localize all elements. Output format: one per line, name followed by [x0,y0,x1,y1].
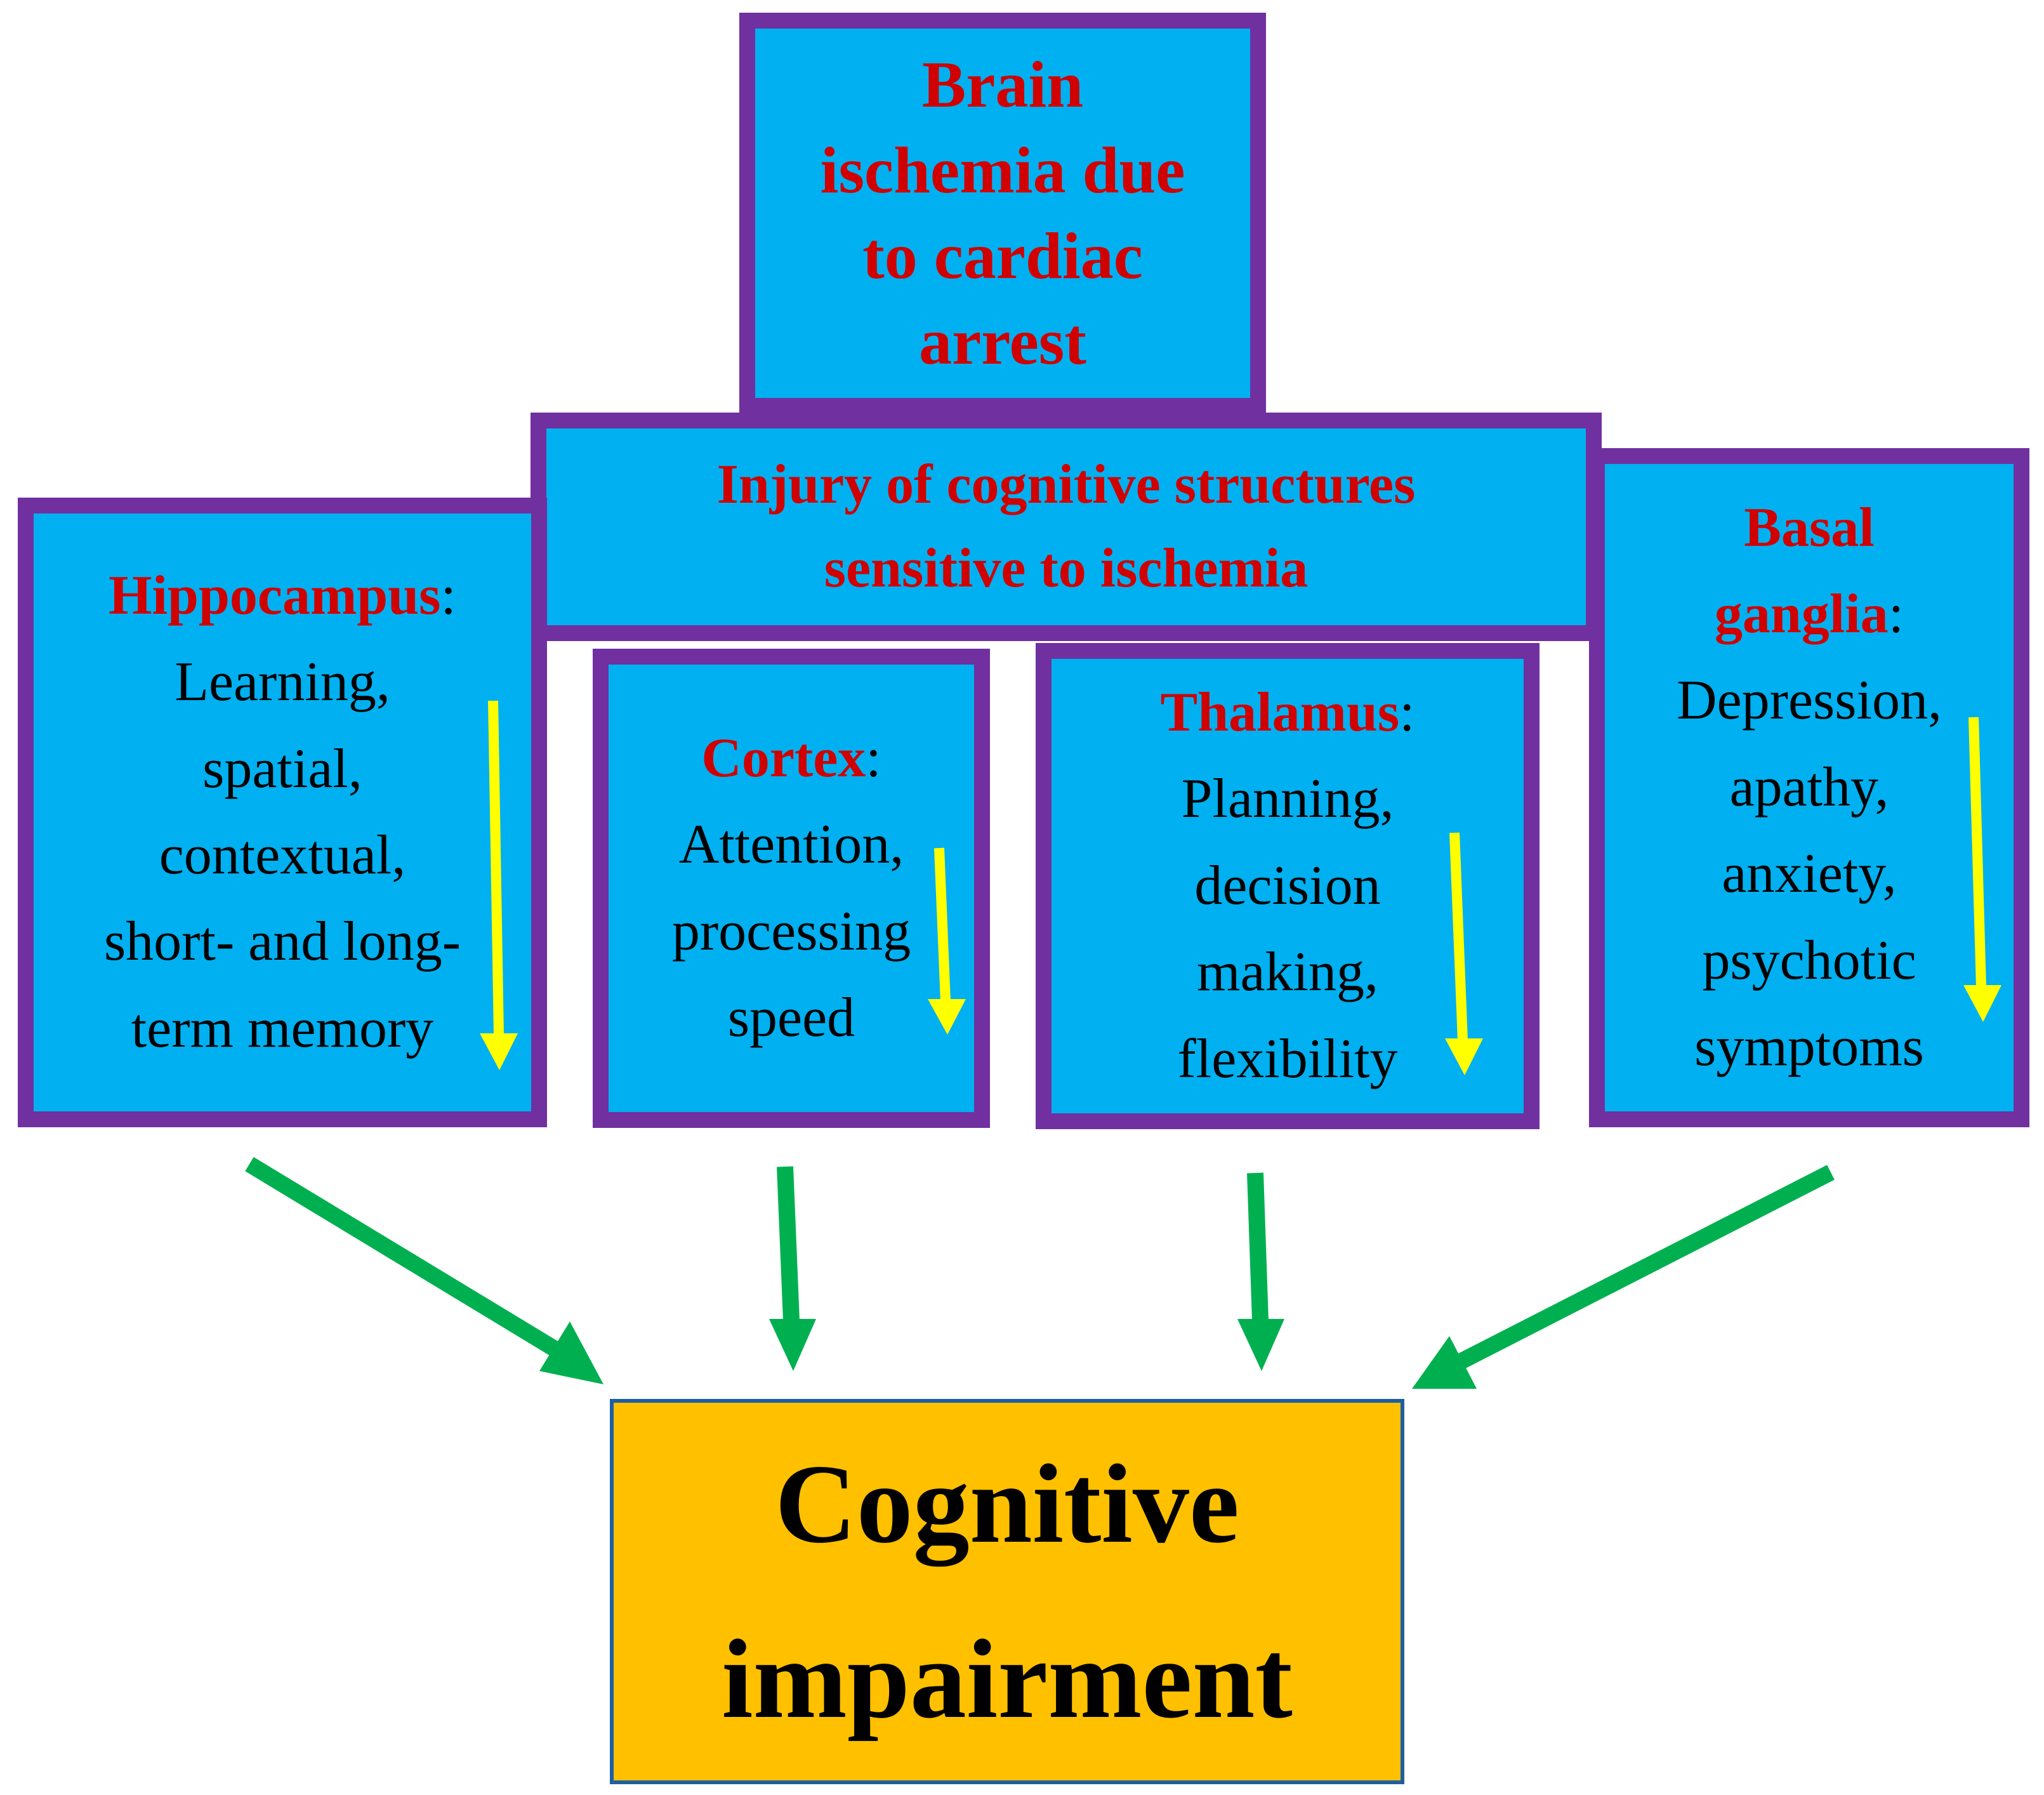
injury-line-2: sensitive to ischemia [824,538,1309,599]
cortex-flow-arrow [777,1166,800,1321]
thalamus-flow-arrow-head [1237,1319,1284,1371]
top-line-1: Brain [921,48,1084,121]
cortex-heading: Cortex: [701,715,881,802]
thalamus-box: Thalamus: Planning, decision making, fle… [1036,643,1540,1129]
hippocampus-flow-arrow [245,1156,564,1360]
cortex-down-arrow-head [928,999,966,1035]
cortex-line-1: Attention, [678,814,904,876]
basal-flow-arrow-head [1412,1336,1477,1389]
hippocampus-heading: Hippocampus: [109,553,456,639]
injury-box: Injury of cognitive structures sensitive… [531,413,1602,641]
thalamus-line-2: decision [1194,854,1381,917]
hippocampus-line-3: contextual, [159,825,406,886]
hippocampus-title: Hippocampus [109,564,441,626]
basal-down-arrow-head [1963,985,2001,1022]
thalamus-line-4: flexibility [1177,1028,1398,1090]
thalamus-title: Thalamus [1160,682,1400,744]
basal-line-5: symptoms [1694,1016,1924,1078]
basal-heading: ganglia: [1715,571,1904,658]
basal-line-2: apathy, [1729,756,1889,818]
thalamus-down-arrow [1449,832,1468,1042]
cortex-title: Cortex [701,727,866,789]
hippocampus-down-arrow [488,700,504,1035]
basal-line-4: psychotic [1702,929,1916,991]
cortex-flow-arrow-head [769,1319,816,1371]
cortex-line-3: speed [727,986,855,1049]
cortex-down-arrow [934,847,951,1002]
basal-title-line-1: Basal [1744,496,1875,559]
basal-title-line-2: ganglia [1714,583,1889,646]
hippocampus-line-2: spatial, [202,738,362,800]
brain-ischemia-box: Brain ischemia due to cardiac arrest [739,13,1266,414]
cortex-colon: : [866,727,881,789]
basal-down-arrow [1968,717,1986,988]
hippocampus-line-5: term memory [131,997,434,1059]
basal-ganglia-box: Basal ganglia: Depression, apathy, anxie… [1589,448,2029,1127]
basal-colon: : [1888,583,1904,646]
thalamus-line-3: making, [1197,941,1378,1003]
thalamus-down-arrow-head [1445,1038,1483,1075]
injury-line-1: Injury of cognitive structures [716,454,1416,515]
hippocampus-line-1: Learning, [175,651,390,713]
thalamus-heading: Thalamus: [1160,670,1414,756]
basal-flow-arrow [1457,1165,1835,1369]
outcome-line-2: impairment [722,1615,1293,1742]
hippocampus-down-arrow-head [480,1033,518,1070]
thalamus-colon: : [1399,682,1415,744]
thalamus-line-1: Planning, [1181,768,1394,830]
thalamus-flow-arrow [1247,1172,1269,1321]
cortex-box: Cortex: Attention, processing speed [593,649,990,1128]
top-line-2: ischemia due [820,133,1185,207]
top-line-3: to cardiac [862,220,1143,293]
hippocampus-colon: : [440,564,456,626]
basal-line-1: Depression, [1677,670,1942,732]
hippocampus-box: Hippocampus: Learning, spatial, contextu… [18,498,547,1127]
hippocampus-flow-arrow-head [539,1321,603,1384]
basal-line-3: anxiety, [1722,843,1897,905]
top-line-4: arrest [919,305,1086,379]
outcome-line-1: Cognitive [775,1440,1239,1566]
hippocampus-line-4: short- and long- [103,911,461,973]
cortex-line-2: processing [671,900,911,962]
cognitive-impairment-box: Cognitive impairment [610,1399,1404,1784]
